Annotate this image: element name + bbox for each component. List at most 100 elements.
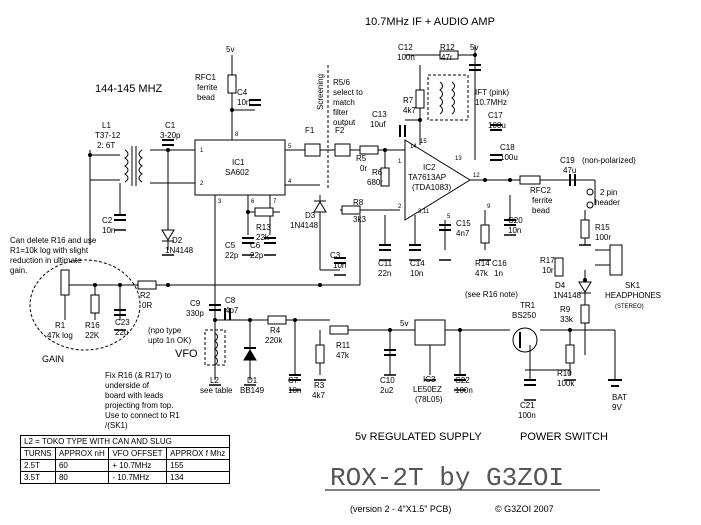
c23-label: C23 [115,318,130,327]
ic1-pin-7: 7 [273,199,277,205]
junction-dots [88,53,587,332]
ic2-triangle [404,139,471,221]
note-fix-r16-6: /(SK1) [105,421,128,430]
header-pin-1 [586,188,594,196]
resistor-r14 [480,224,490,244]
r14-value: 47k [475,269,489,278]
c12-value: 100n [397,53,415,62]
table-cell: 80 [54,471,110,484]
resistor-r2 [137,280,157,290]
table-cell: - 10.7MHz [108,471,168,484]
two-pin-header-2: header [595,198,620,207]
ic1-part: SA602 [225,168,250,177]
note-fix-r16-5: Use to connect to R1 [105,411,180,420]
header-if-amp: 10.7MHz IF + AUDIO AMP [365,16,495,28]
battery-value: 9V [612,403,622,412]
r1-value: 47k log [47,331,73,340]
table-cell: 3.5T [20,471,56,484]
two-pin-header-1: 2 pin [600,188,617,197]
ground-symbols [114,229,591,401]
diagram-title: ROX-2T by G3ZOI [330,463,564,493]
supply-5v-rail: 5v [400,319,408,328]
c18-value: 100u [500,153,518,162]
table-header-vfo-offset: VFO OFFSET [108,447,168,460]
c20-value: 10n [508,226,521,235]
r16-value: 22K [85,331,100,340]
r13-label: R13 [256,223,271,232]
npo-note-1: (npo type [148,326,182,335]
d3-label: D3 [305,211,316,220]
resistor-r16 [90,294,100,314]
c11-value: 22n [378,269,391,278]
note-fix-r16-2: underside of [105,381,150,390]
c15-value: 4n7 [456,229,470,238]
f1-label: F1 [305,126,315,135]
r56-note-4: filter [333,108,348,117]
r9-value: 33k [560,315,574,324]
filter-f1 [304,143,321,157]
c1-value: 3-20p [160,131,181,140]
note-fix-r16-1: Fix R16 (& R17) to [105,371,172,380]
rfc2-bead [519,175,541,185]
c1-label: C1 [165,121,176,130]
c17-value: 100u [488,121,506,130]
ift-transformer [427,74,469,121]
c19-value: 47u [563,166,576,175]
header-pin-2 [586,201,594,209]
capacitors [114,64,576,386]
ic2-part: TA7613AP [408,173,446,182]
ic3-label: IC3 [423,375,436,384]
screening-label: Screening [316,74,325,110]
note-fix-r16-4: projecting from top. [105,401,173,410]
r17-label: R17 [540,256,555,265]
c14-value: 10n [410,269,423,278]
rfc2-ferrite: ferrite [532,196,553,205]
ic1-label: IC1 [232,158,245,167]
c2-label: C2 [102,216,113,225]
ic2-pin-13: 13 [455,156,462,162]
c5-value: 22p [225,251,239,260]
tr1-label: TR1 [520,301,536,310]
c17-label: C17 [488,111,503,120]
tr1-value: BS250 [512,311,537,320]
r17-value: 10r [542,266,554,275]
supply-5v-ic1: 5v [226,45,234,54]
table-cell: 60 [54,459,110,472]
resistor-r3 [315,344,325,364]
table-header-turns: TURNS [20,447,56,460]
ic1-pin-3: 3 [218,199,222,205]
d3-value: 1N4148 [290,221,319,230]
ift-note-1: IFT (pink) [475,88,509,97]
diode-d2 [161,229,175,241]
npo-note-2: upto 1n OK) [148,336,191,345]
c10-label: C10 [380,376,395,385]
sk1-headphones: HEADPHONES [605,291,661,300]
header-regulated-supply: 5v REGULATED SUPPLY [355,431,482,443]
r12-value: 47r [441,53,453,62]
c7-value: 10n [288,386,301,395]
c5-label: C5 [225,241,236,250]
r8-value: 3k3 [353,215,366,224]
table-header-row: TURNS APPROX nH VFO OFFSET APPROX f Mhz [20,447,230,460]
filter-f2 [334,143,351,157]
c8-label: C8 [225,296,236,305]
r8-label: R8 [353,198,364,207]
ic3-part: LE50EZ [413,385,442,394]
r56-note-3: match [333,98,355,107]
f2-label: F2 [335,126,345,135]
c12-label: C12 [398,43,413,52]
ic2-label: IC2 [423,163,436,172]
l1-turns: 2: 6T [97,141,115,150]
ift-coil-left [439,81,443,115]
ic2-pin-15: 15 [420,139,427,145]
l2-label: L2 [210,376,219,385]
c4-label: C4 [237,88,248,97]
resistor-r17 [554,257,564,277]
c3-label: C3 [330,251,341,260]
r1-label: R1 [55,321,66,330]
table-header-freq: APPROX f Mhz [166,447,230,460]
r56-note-2: select to [333,88,363,97]
ic1-pin-2: 2 [200,181,204,187]
c18-label: C18 [500,143,515,152]
